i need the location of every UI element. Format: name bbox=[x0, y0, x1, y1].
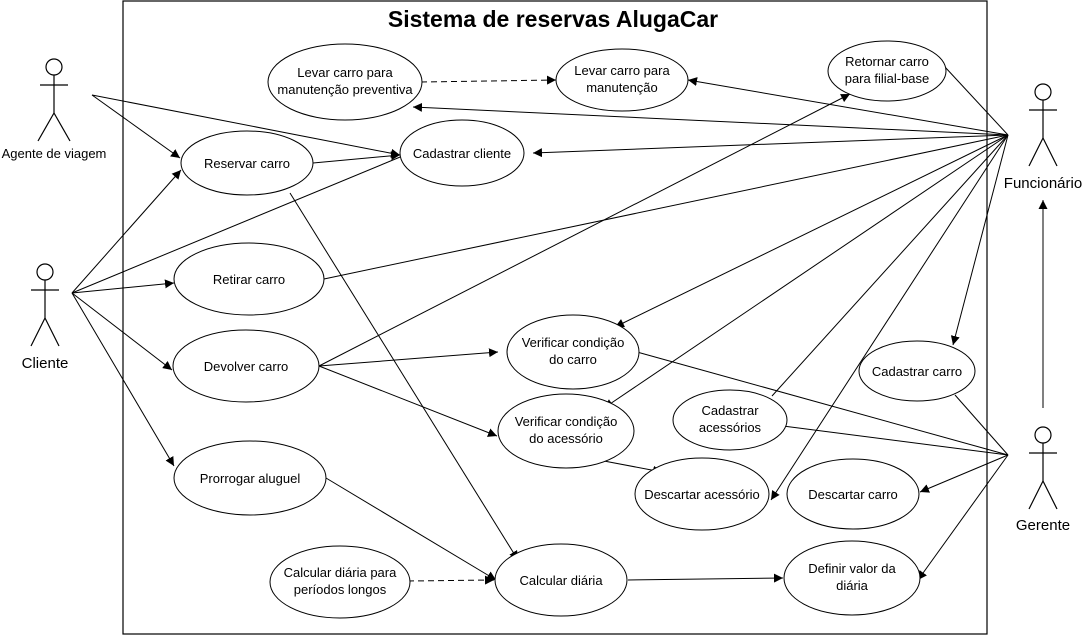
actor-gerente[interactable]: Gerente bbox=[1016, 426, 1070, 534]
use-case-label: manutenção bbox=[586, 80, 658, 95]
use-case-label: do acessório bbox=[529, 431, 603, 446]
use-case-label: manutenção preventiva bbox=[277, 82, 413, 97]
association-line bbox=[614, 134, 1009, 328]
actor-label: Cliente bbox=[22, 355, 69, 372]
use-case-retirar-carro[interactable]: Retirar carro bbox=[173, 242, 325, 316]
actor-label: Funcionário bbox=[1004, 175, 1082, 192]
use-case-label: Verificar condição bbox=[515, 414, 618, 429]
association-line bbox=[71, 279, 175, 294]
stick-figure-icon bbox=[1028, 83, 1058, 167]
association-line bbox=[770, 134, 1009, 501]
use-case-label: Retornar carro bbox=[845, 54, 929, 69]
association-line bbox=[325, 477, 497, 581]
use-case-label: Calcular diária para bbox=[284, 565, 397, 580]
use-case-levar-manutencao[interactable]: Levar carro para manutenção bbox=[555, 48, 689, 112]
use-case-label: Devolver carro bbox=[204, 359, 289, 374]
use-case-prorrogar-aluguel[interactable]: Prorrogar aluguel bbox=[173, 440, 327, 516]
use-case-label: Definir valor da bbox=[808, 561, 896, 576]
association-line bbox=[323, 134, 1009, 280]
association-line bbox=[318, 348, 499, 367]
association-line bbox=[71, 292, 173, 371]
association-line bbox=[318, 365, 498, 437]
use-case-label: Cadastrar cliente bbox=[413, 146, 511, 161]
actor-cliente[interactable]: Cliente bbox=[22, 263, 69, 372]
use-case-label: acessórios bbox=[699, 420, 762, 435]
use-case-label: Descartar carro bbox=[808, 487, 898, 502]
system-title: Sistema de reservas AlugaCar bbox=[388, 6, 718, 32]
association-line bbox=[603, 134, 1009, 409]
use-case-label: Cadastrar carro bbox=[872, 364, 962, 379]
association-line bbox=[919, 454, 1009, 493]
use-case-reservar-carro[interactable]: Reservar carro bbox=[180, 130, 314, 196]
dependency-arrow bbox=[420, 75, 557, 85]
actor-label: Agente de viagem bbox=[2, 146, 107, 161]
association-line bbox=[627, 573, 784, 583]
use-case-verificar-acessorio[interactable]: Verificar condição do acessório bbox=[497, 393, 635, 469]
association-line bbox=[71, 169, 182, 294]
use-case-label: do carro bbox=[549, 352, 597, 367]
association-line bbox=[944, 66, 1009, 136]
use-case-label: Descartar acessório bbox=[644, 487, 760, 502]
use-case-descartar-carro[interactable]: Descartar carro bbox=[786, 458, 920, 530]
association-line bbox=[71, 154, 406, 294]
use-case-calcular-diaria[interactable]: Calcular diária bbox=[494, 543, 628, 617]
use-case-cadastrar-acessorios[interactable]: Cadastrar acessórios bbox=[672, 389, 788, 451]
use-case-label: Levar carro para bbox=[297, 65, 393, 80]
use-case-label: diária bbox=[836, 578, 869, 593]
actor-funcionario[interactable]: Funcionário bbox=[1004, 83, 1082, 192]
association-line bbox=[687, 77, 1009, 136]
use-case-definir-valor[interactable]: Definir valor da diária bbox=[783, 540, 921, 616]
actor-agente-de-viagem[interactable]: Agente de viagem bbox=[2, 58, 107, 161]
association-line bbox=[950, 134, 1009, 346]
association-line bbox=[917, 454, 1009, 581]
association-line bbox=[318, 93, 851, 367]
use-case-calcular-longos[interactable]: Calcular diária para períodos longos bbox=[269, 545, 411, 619]
use-case-descartar-acessorio[interactable]: Descartar acessório bbox=[634, 457, 770, 531]
use-case-label: períodos longos bbox=[294, 582, 387, 597]
association-line bbox=[312, 151, 401, 164]
use-case-label: Prorrogar aluguel bbox=[200, 471, 301, 486]
use-case-devolver-carro[interactable]: Devolver carro bbox=[172, 329, 320, 403]
use-case-label: Retirar carro bbox=[213, 272, 285, 287]
use-case-cadastrar-cliente[interactable]: Cadastrar cliente bbox=[399, 119, 525, 187]
use-case-label: para filial-base bbox=[845, 71, 930, 86]
use-case-label: Levar carro para bbox=[574, 63, 670, 78]
use-case-levar-preventiva[interactable]: Levar carro para manutenção preventiva bbox=[267, 43, 423, 121]
association-line bbox=[289, 192, 519, 561]
stick-figure-icon bbox=[1028, 426, 1058, 510]
association-line bbox=[782, 425, 1009, 456]
use-case-cadastrar-carro[interactable]: Cadastrar carro bbox=[858, 340, 976, 402]
association-line bbox=[91, 94, 401, 158]
stick-figure-icon bbox=[30, 263, 60, 347]
association-line bbox=[91, 94, 181, 159]
association-line bbox=[412, 102, 1009, 136]
use-case-label: Cadastrar bbox=[701, 403, 759, 418]
association-line bbox=[71, 292, 175, 467]
association-line bbox=[771, 134, 1009, 397]
association-line bbox=[532, 134, 1009, 158]
use-case-verificar-carro[interactable]: Verificar condição do carro bbox=[506, 314, 640, 390]
association-line bbox=[636, 351, 1009, 456]
actor-label: Gerente bbox=[1016, 517, 1070, 534]
use-case-label: Verificar condição bbox=[522, 335, 625, 350]
use-case-label: Calcular diária bbox=[519, 573, 603, 588]
dependency-arrow bbox=[407, 575, 495, 585]
stick-figure-icon bbox=[37, 58, 71, 142]
use-case-label: Reservar carro bbox=[204, 156, 290, 171]
association-line bbox=[954, 394, 1009, 456]
association-lines bbox=[71, 66, 1048, 585]
use-case-retornar-carro[interactable]: Retornar carro para filial-base bbox=[827, 40, 947, 102]
